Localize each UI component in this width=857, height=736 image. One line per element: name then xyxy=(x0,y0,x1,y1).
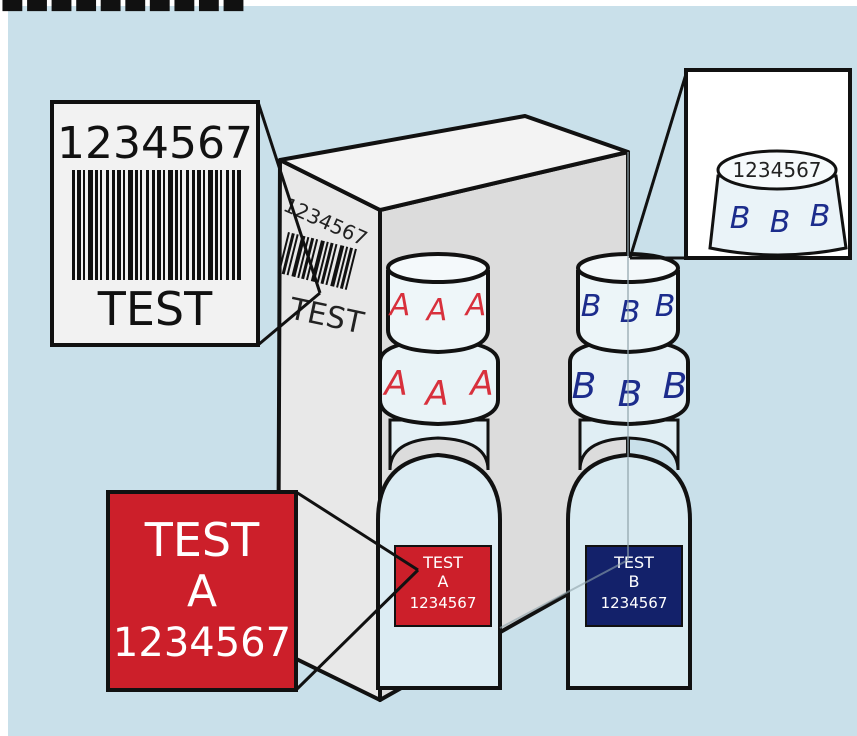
bottle-a: A A A A A A TEST A 1234567 xyxy=(378,254,500,688)
barcode-bar xyxy=(77,170,81,280)
top-caption: ■■■■■■■■■■ xyxy=(0,0,246,15)
cap-letter: A xyxy=(464,288,487,323)
bottle-a-label-line1: TEST xyxy=(422,553,463,572)
red-card-line2: A xyxy=(187,566,217,617)
barcode-bar xyxy=(100,170,102,280)
barcode-bar xyxy=(175,170,178,280)
red-card-line3: 1234567 xyxy=(113,620,291,666)
barcode-bar xyxy=(123,170,125,280)
barcode-bar xyxy=(95,170,98,280)
barcode-bar xyxy=(117,170,121,280)
barcode-bar xyxy=(203,170,205,280)
cap-letter: B xyxy=(620,295,641,330)
barcode-bar xyxy=(106,170,109,280)
barcode-bar xyxy=(146,170,149,280)
barcode-bar xyxy=(180,170,182,280)
red-card-line1: TEST xyxy=(144,513,260,567)
cap-letter: B xyxy=(770,205,791,240)
cap-letter: A xyxy=(423,374,448,414)
barcode-card-text: TEST xyxy=(97,282,213,336)
barcode-card-number: 1234567 xyxy=(57,118,253,169)
barcode-bar xyxy=(208,170,213,280)
cap-card-number: 1234567 xyxy=(732,158,821,182)
barcode-bar xyxy=(192,170,195,280)
barcode-bar xyxy=(112,170,115,280)
barcode-bar xyxy=(215,170,218,280)
cap-letter: B xyxy=(618,374,643,415)
barcode-bar xyxy=(220,170,222,280)
cap-letter: A xyxy=(468,364,493,404)
cap-letter: B xyxy=(572,366,597,407)
cap-letter: A xyxy=(382,364,407,404)
cap-letter: B xyxy=(655,289,676,324)
bottle-a-label-line3: 1234567 xyxy=(410,594,477,612)
barcode-bar xyxy=(168,170,173,280)
barcode-bar xyxy=(226,170,229,280)
cap-letter: B xyxy=(810,199,831,234)
barcode-bar xyxy=(88,170,93,280)
barcode-bar xyxy=(83,170,85,280)
bottle-b-label-line2: B xyxy=(629,572,640,591)
barcode-bar xyxy=(157,170,161,280)
barcode-bar xyxy=(72,170,75,280)
cap-letter: B xyxy=(581,289,602,324)
bottle-b-label-line3: 1234567 xyxy=(601,594,668,612)
cap-letter: A xyxy=(388,288,411,323)
barcode-bar xyxy=(237,170,241,280)
barcode-bar xyxy=(186,170,189,280)
barcode-bar xyxy=(197,170,201,280)
barcode-bar xyxy=(232,170,235,280)
cap-letter: B xyxy=(730,201,751,236)
barcode-bar xyxy=(140,170,142,280)
cap-letter: B xyxy=(663,366,688,407)
bottle-a-label-line2: A xyxy=(438,572,449,591)
bottle-b-label-line1: TEST xyxy=(613,553,654,572)
barcode-bar xyxy=(128,170,133,280)
cap-letter: A xyxy=(425,293,448,328)
bottle-a-cap-top xyxy=(388,254,488,282)
barcode-bar xyxy=(152,170,155,280)
barcode-bar xyxy=(163,170,165,280)
barcode-bar xyxy=(135,170,138,280)
